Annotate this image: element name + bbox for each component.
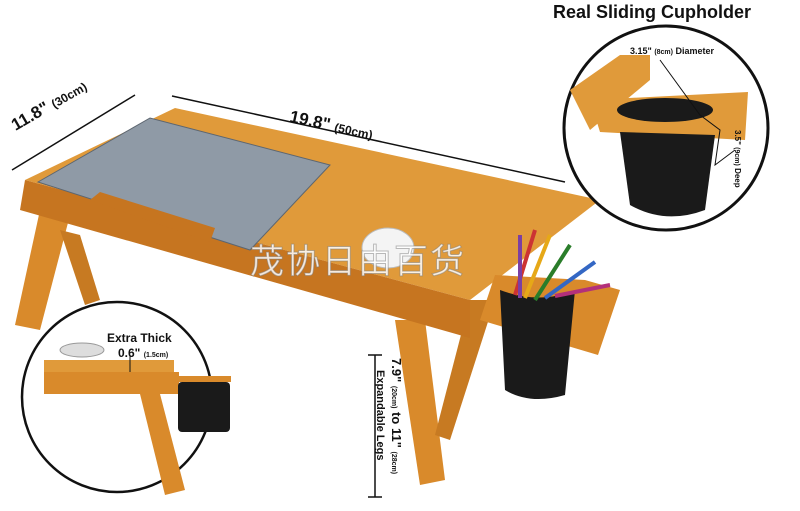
cupholder-title: Real Sliding Cupholder [553, 2, 752, 22]
table-legs [15, 210, 495, 485]
table-edge [20, 180, 470, 338]
leg-to: to [389, 412, 404, 425]
pen-cup [500, 290, 575, 399]
pencils [513, 229, 611, 302]
leg-min-metric: (20cm) [390, 385, 397, 409]
cup-depth-value: 3.5" [733, 130, 742, 145]
dimension-lines [11, 94, 566, 498]
diameter-text: Diameter [675, 46, 715, 56]
watermark: 茂协日由百货 [250, 242, 466, 283]
leg-max-metric: (28cm) [390, 451, 397, 475]
cup-depth-text: Deep [733, 168, 742, 188]
cup-depth-label: 3.5" (9cm) Deep [733, 130, 742, 188]
book-stopper [90, 192, 215, 242]
thickness-label: 0.6" (1.5cm) [118, 346, 168, 360]
mouse [361, 227, 415, 269]
cup-depth-metric: (9cm) [733, 147, 740, 166]
thickness-value: 0.6" [118, 346, 141, 360]
thickness-metric: (1.5cm) [143, 352, 169, 359]
diameter-label: 3.15" (8cm) Diameter [630, 46, 714, 56]
leg-height-label: 7.9" (20cm) to 11" (28cm) [389, 358, 404, 474]
thickness-title: Extra Thick [107, 331, 172, 345]
diameter-value: 3.15" [630, 46, 652, 56]
diameter-metric: (8cm) [654, 49, 673, 56]
leg-max: 11" [389, 427, 404, 448]
thickness-inset [20, 300, 231, 495]
expandable-legs-label: Expandable Legs [374, 370, 386, 461]
leg-min: 7.9" [389, 358, 404, 383]
cupholder-inset [562, 24, 770, 232]
